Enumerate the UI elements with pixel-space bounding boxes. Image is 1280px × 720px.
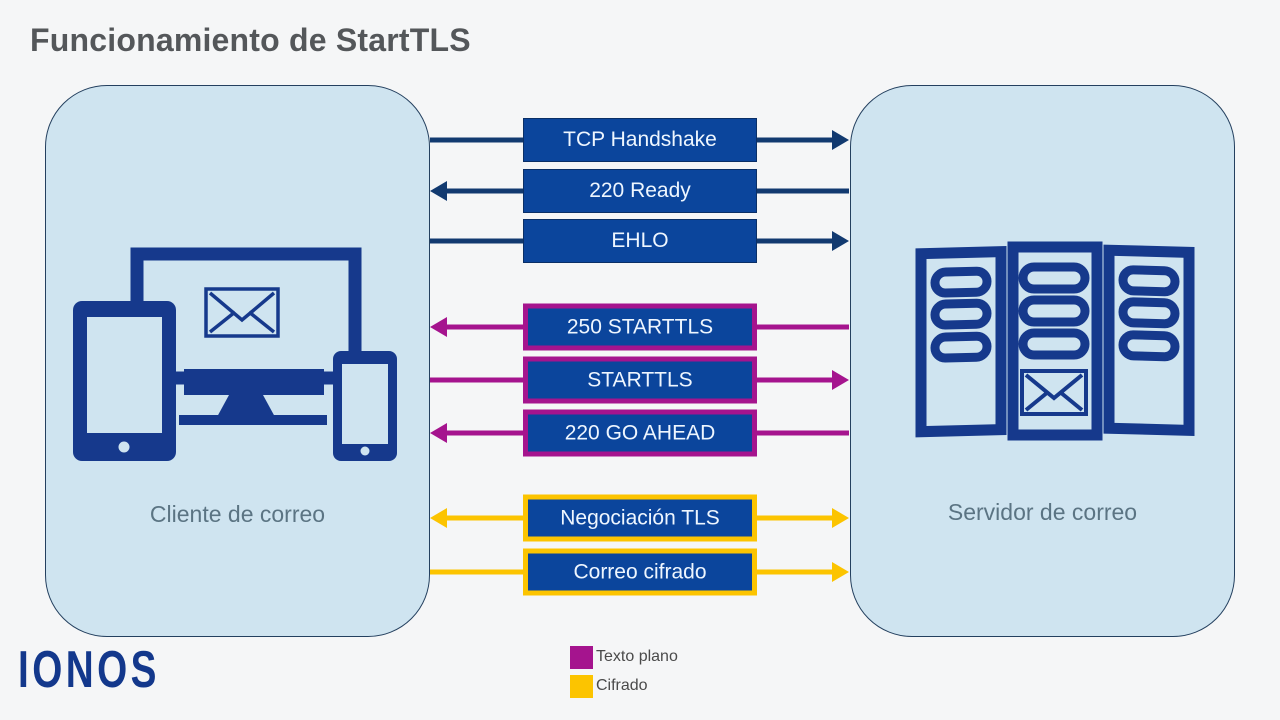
- message-box: 220 Ready: [523, 169, 757, 213]
- message-box: 220 GO AHEAD: [523, 409, 757, 457]
- mail-server-icon: [915, 241, 1195, 441]
- message-box: TCP Handshake: [523, 118, 757, 162]
- message-box: Negociación TLS: [523, 494, 757, 542]
- legend-label: Cifrado: [596, 677, 648, 694]
- mail-client-devices-icon: [73, 247, 397, 461]
- message-box: Correo cifrado: [523, 548, 757, 596]
- texto-plano-swatch: [570, 645, 593, 669]
- page-title: Funcionamiento de StartTLS: [30, 22, 471, 58]
- server-label: Servidor de correo: [947, 499, 1138, 525]
- legend-label: Texto plano: [596, 648, 678, 665]
- message-box: STARTTLS: [523, 356, 757, 404]
- message-box: 250 STARTTLS: [523, 303, 757, 351]
- client-label: Cliente de correo: [149, 501, 326, 527]
- client-panel: Cliente de correo: [45, 85, 430, 637]
- cifrado-swatch: [570, 674, 593, 698]
- legend-item-cifrado: Cifrado: [570, 674, 678, 698]
- ionos-logo: IONOS: [18, 640, 160, 699]
- smartphone-icon: [333, 351, 397, 461]
- tablet-icon: [73, 301, 176, 461]
- server-panel: Servidor de correo: [850, 85, 1235, 637]
- message-box: EHLO: [523, 219, 757, 263]
- legend-item-texto-plano: Texto plano: [570, 645, 678, 669]
- legend: Texto plano Cifrado: [570, 645, 678, 703]
